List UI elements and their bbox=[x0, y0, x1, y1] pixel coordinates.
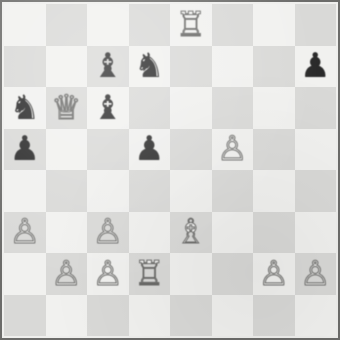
square-h6[interactable] bbox=[295, 87, 337, 129]
square-g7[interactable] bbox=[253, 46, 295, 88]
square-c6[interactable]: ♝ bbox=[87, 87, 129, 129]
square-c7[interactable]: ♝ bbox=[87, 46, 129, 88]
square-a2[interactable] bbox=[4, 253, 46, 295]
white-pawn-b2[interactable]: ♙ bbox=[51, 257, 81, 291]
black-pawn-d5[interactable]: ♟ bbox=[134, 132, 164, 166]
white-pawn-f5[interactable]: ♙ bbox=[217, 132, 247, 166]
square-f6[interactable] bbox=[212, 87, 254, 129]
square-d1[interactable] bbox=[129, 295, 171, 337]
white-bishop-e3[interactable]: ♗ bbox=[176, 215, 206, 249]
white-rook-d2[interactable]: ♖ bbox=[134, 257, 164, 291]
square-b7[interactable] bbox=[46, 46, 88, 88]
square-f3[interactable] bbox=[212, 212, 254, 254]
square-h7[interactable]: ♟ bbox=[295, 46, 337, 88]
square-g3[interactable] bbox=[253, 212, 295, 254]
square-c2[interactable]: ♙ bbox=[87, 253, 129, 295]
black-bishop-c6[interactable]: ♝ bbox=[93, 91, 123, 125]
black-bishop-c7[interactable]: ♝ bbox=[93, 49, 123, 83]
square-g5[interactable] bbox=[253, 129, 295, 171]
square-c1[interactable] bbox=[87, 295, 129, 337]
square-c3[interactable]: ♙ bbox=[87, 212, 129, 254]
square-d4[interactable] bbox=[129, 170, 171, 212]
square-a5[interactable]: ♟ bbox=[4, 129, 46, 171]
square-b2[interactable]: ♙ bbox=[46, 253, 88, 295]
square-c8[interactable] bbox=[87, 4, 129, 46]
chessboard[interactable]: ♖ ♝ ♞ ♟ ♞ ♕ ♝ ♟ ♟ ♙ ♙ ♙ ♗ ♙ ♙ ♖ ♙ ♙ bbox=[4, 4, 336, 336]
square-a8[interactable] bbox=[4, 4, 46, 46]
square-e4[interactable] bbox=[170, 170, 212, 212]
square-h5[interactable] bbox=[295, 129, 337, 171]
square-e6[interactable] bbox=[170, 87, 212, 129]
square-f8[interactable] bbox=[212, 4, 254, 46]
square-f5[interactable]: ♙ bbox=[212, 129, 254, 171]
square-h8[interactable] bbox=[295, 4, 337, 46]
square-b5[interactable] bbox=[46, 129, 88, 171]
square-d2[interactable]: ♖ bbox=[129, 253, 171, 295]
square-a6[interactable]: ♞ bbox=[4, 87, 46, 129]
square-c5[interactable] bbox=[87, 129, 129, 171]
square-c4[interactable] bbox=[87, 170, 129, 212]
white-pawn-c3[interactable]: ♙ bbox=[93, 215, 123, 249]
black-pawn-a5[interactable]: ♟ bbox=[10, 132, 40, 166]
square-a7[interactable] bbox=[4, 46, 46, 88]
square-b1[interactable] bbox=[46, 295, 88, 337]
white-pawn-a3[interactable]: ♙ bbox=[10, 215, 40, 249]
square-a3[interactable]: ♙ bbox=[4, 212, 46, 254]
square-a1[interactable] bbox=[4, 295, 46, 337]
square-d7[interactable]: ♞ bbox=[129, 46, 171, 88]
square-g1[interactable] bbox=[253, 295, 295, 337]
square-b4[interactable] bbox=[46, 170, 88, 212]
square-g4[interactable] bbox=[253, 170, 295, 212]
square-e3[interactable]: ♗ bbox=[170, 212, 212, 254]
square-e8[interactable]: ♖ bbox=[170, 4, 212, 46]
square-f2[interactable] bbox=[212, 253, 254, 295]
black-knight-a6[interactable]: ♞ bbox=[10, 91, 40, 125]
square-d5[interactable]: ♟ bbox=[129, 129, 171, 171]
square-h1[interactable] bbox=[295, 295, 337, 337]
square-e2[interactable] bbox=[170, 253, 212, 295]
square-b6[interactable]: ♕ bbox=[46, 87, 88, 129]
square-g8[interactable] bbox=[253, 4, 295, 46]
square-h4[interactable] bbox=[295, 170, 337, 212]
black-pawn-h7[interactable]: ♟ bbox=[300, 49, 330, 83]
square-f7[interactable] bbox=[212, 46, 254, 88]
square-e7[interactable] bbox=[170, 46, 212, 88]
square-g2[interactable]: ♙ bbox=[253, 253, 295, 295]
square-e1[interactable] bbox=[170, 295, 212, 337]
square-a4[interactable] bbox=[4, 170, 46, 212]
square-d6[interactable] bbox=[129, 87, 171, 129]
white-pawn-c2[interactable]: ♙ bbox=[93, 257, 123, 291]
square-h3[interactable] bbox=[295, 212, 337, 254]
square-f1[interactable] bbox=[212, 295, 254, 337]
square-b3[interactable] bbox=[46, 212, 88, 254]
square-g6[interactable] bbox=[253, 87, 295, 129]
square-e5[interactable] bbox=[170, 129, 212, 171]
square-h2[interactable]: ♙ bbox=[295, 253, 337, 295]
square-d8[interactable] bbox=[129, 4, 171, 46]
square-d3[interactable] bbox=[129, 212, 171, 254]
white-pawn-h2[interactable]: ♙ bbox=[300, 257, 330, 291]
white-pawn-g2[interactable]: ♙ bbox=[259, 257, 289, 291]
black-knight-d7[interactable]: ♞ bbox=[134, 49, 164, 83]
square-f4[interactable] bbox=[212, 170, 254, 212]
square-b8[interactable] bbox=[46, 4, 88, 46]
white-rook-e8[interactable]: ♖ bbox=[176, 8, 206, 42]
white-queen-b6[interactable]: ♕ bbox=[51, 91, 81, 125]
